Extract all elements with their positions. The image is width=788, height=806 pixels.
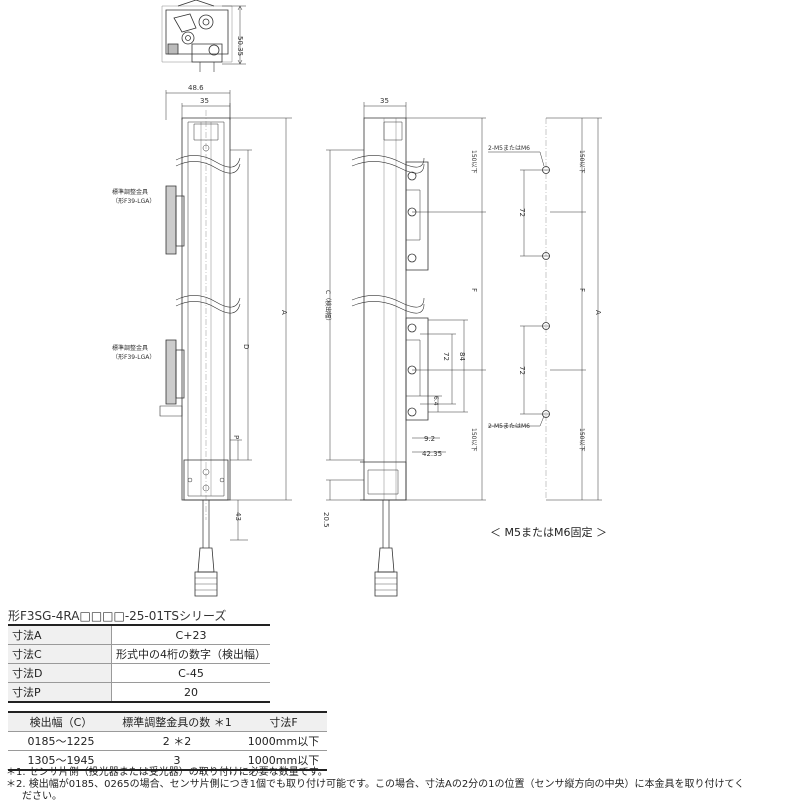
bracket-label-2: 標準調整金具 — [112, 344, 148, 352]
technical-drawing: 50.35 48.6 35 A D P 43 標準調整金具 （形F39-LGA）… — [112, 0, 602, 597]
dim-150-1: 150以下 — [470, 150, 477, 173]
footnotes: ＊1. センサ片側（投光器または受光器）の取り付けに必要な数量です。 ＊2. 検… — [6, 767, 786, 803]
dim-9-2: 9.2 — [424, 435, 435, 443]
dimension-value: C-45 — [111, 663, 270, 683]
table-row: 0185～1225 2 ＊2 1000mm以下 — [8, 731, 327, 751]
dimension-key: 寸法D — [8, 663, 112, 683]
dim-150-4: 150以下 — [578, 428, 585, 451]
dim-a: A — [280, 310, 288, 315]
column-header: 検出幅（C） — [8, 711, 114, 732]
table-cell: 1000mm以下 — [240, 731, 327, 751]
front-view — [159, 90, 292, 597]
dim-f: F — [470, 288, 478, 292]
dim-a-right: A — [594, 310, 602, 315]
dim-top-height: 50.35 — [236, 36, 244, 56]
table-cell: 0185～1225 — [8, 731, 114, 751]
column-header: 標準調整金具の数 ＊1 — [114, 711, 240, 732]
dimension-value: 形式中の4桁の数字（検出幅） — [111, 644, 270, 664]
dim-150-3: 150以下 — [578, 150, 585, 173]
dim-d: D — [242, 344, 250, 349]
dim-72-1: 72 — [442, 352, 450, 361]
dim-72-3: 72 — [518, 366, 526, 375]
table-row: 寸法A C+23 — [8, 624, 270, 645]
dim-width-total: 48.6 — [188, 84, 204, 92]
dim-72-2: 72 — [518, 208, 526, 217]
dimension-table: 寸法A C+23 寸法C 形式中の4桁の数字（検出幅） 寸法D C-45 寸法P… — [8, 624, 270, 703]
bracket-model-2: （形F39-LGA） — [112, 353, 155, 361]
dim-42-35: 42.35 — [422, 450, 442, 458]
dimension-key: 寸法P — [8, 682, 112, 703]
dim-43: 43 — [234, 512, 242, 521]
dim-p: P — [232, 435, 240, 439]
dimension-value: C+23 — [111, 624, 270, 645]
dim-20-5: 20.5 — [322, 512, 330, 528]
table-header-row: 検出幅（C） 標準調整金具の数 ＊1 寸法F — [8, 711, 327, 732]
series-title: 形F3SG-4RA□□□□-25-01TSシリーズ — [8, 609, 227, 623]
mounting-hole-view — [488, 117, 602, 501]
column-header: 寸法F — [240, 711, 327, 732]
m5-label-bottom: 2-M5またはM6 — [488, 423, 530, 430]
dim-side-width: 35 — [380, 97, 389, 105]
table-cell: 3 — [114, 750, 240, 771]
dimension-value: 20 — [111, 682, 270, 703]
bracket-model-1: （形F39-LGA） — [112, 197, 155, 205]
mounting-caption: ＜ M5またはM6固定 ＞ — [490, 526, 607, 539]
dimension-key: 寸法A — [8, 624, 112, 645]
table-cell: 2 ＊2 — [114, 731, 240, 751]
dim-c: C（検出幅） — [324, 290, 332, 324]
top-view — [161, 0, 246, 72]
table-row: 1305～1945 3 1000mm以下 — [8, 750, 327, 771]
table-row: 寸法P 20 — [8, 682, 270, 703]
m5-label-top: 2-M5またはM6 — [488, 145, 530, 152]
footnote-2-continued: ださい。 — [22, 791, 62, 802]
dim-width-body: 35 — [200, 97, 209, 105]
dimension-key: 寸法C — [8, 644, 112, 664]
table-row: 寸法C 形式中の4桁の数字（検出幅） — [8, 644, 270, 664]
dim-6-4: 6.4 — [432, 396, 439, 406]
footnote-2: ＊2. 検出幅が0185、0265の場合、センサ片側につき1個でも取り付け可能で… — [6, 779, 745, 790]
table-cell: 1305～1945 — [8, 750, 114, 771]
dim-84: 84 — [458, 352, 466, 361]
bracket-label-1: 標準調整金具 — [112, 188, 148, 196]
table-cell: 1000mm以下 — [240, 750, 327, 771]
dim-150-2: 150以下 — [470, 428, 477, 451]
bracket-table: 検出幅（C） 標準調整金具の数 ＊1 寸法F 0185～1225 2 ＊2 10… — [8, 711, 327, 771]
dim-f-right: F — [578, 288, 586, 292]
side-view — [326, 102, 486, 597]
table-row: 寸法D C-45 — [8, 663, 270, 683]
footnote-1: ＊1. センサ片側（投光器または受光器）の取り付けに必要な数量です。 — [6, 767, 328, 778]
